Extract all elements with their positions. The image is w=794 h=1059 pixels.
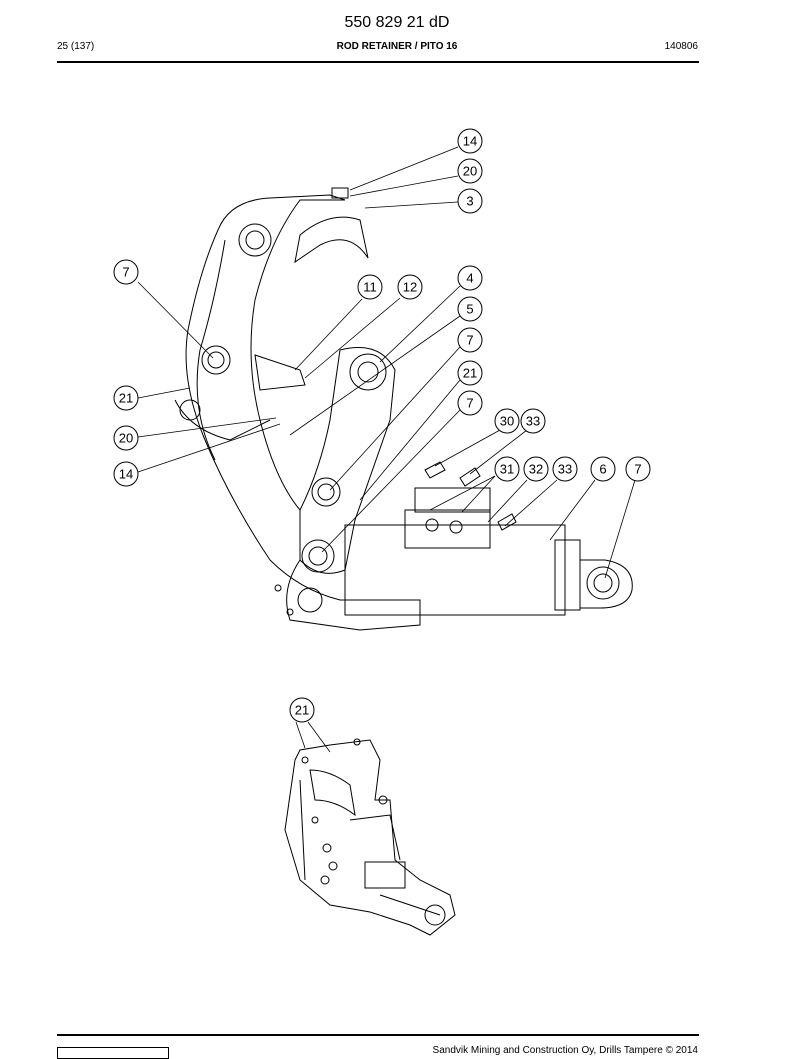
svg-text:21: 21: [463, 366, 477, 381]
callout-7-mid: 7: [457, 327, 483, 353]
isometric-detail-drawing: [284, 721, 456, 936]
callout-33-lower: 33: [552, 456, 578, 482]
svg-text:32: 32: [529, 462, 543, 477]
svg-text:12: 12: [403, 280, 417, 295]
svg-text:21: 21: [119, 391, 133, 406]
header-rule: [57, 61, 699, 63]
callout-30: 30: [494, 408, 520, 434]
svg-text:30: 30: [500, 414, 514, 429]
page-title: ROD RETAINER / PITO 16: [336, 41, 458, 52]
sandvik-logo: [57, 1047, 169, 1059]
svg-text:21: 21: [295, 703, 309, 718]
callout-33-top: 33: [520, 408, 546, 434]
svg-text:20: 20: [463, 164, 477, 179]
callout-21-left: 21: [113, 385, 139, 411]
callout-20-top: 20: [457, 158, 483, 184]
svg-text:33: 33: [526, 414, 540, 429]
callout-31: 31: [494, 456, 520, 482]
svg-text:33: 33: [558, 462, 572, 477]
svg-text:7: 7: [466, 396, 473, 411]
footer-rule: [57, 1034, 699, 1036]
svg-text:20: 20: [119, 431, 133, 446]
leader-lines: [137, 146, 636, 579]
callout-12: 12: [397, 274, 423, 300]
svg-text:4: 4: [466, 271, 473, 286]
callout-20-left: 20: [113, 425, 139, 451]
copyright-text: Sandvik Mining and Construction Oy, Dril…: [432, 1045, 698, 1056]
svg-text:7: 7: [634, 462, 641, 477]
callout-7-left: 7: [113, 259, 139, 285]
document-number: 550 829 21 dD: [344, 14, 450, 31]
svg-text:7: 7: [122, 265, 129, 280]
svg-text:6: 6: [599, 462, 606, 477]
svg-text:11: 11: [363, 280, 377, 295]
svg-text:14: 14: [119, 467, 133, 482]
svg-text:3: 3: [466, 194, 473, 209]
callout-11: 11: [357, 274, 383, 300]
main-assembly-drawing: [174, 187, 633, 631]
callout-3: 3: [457, 188, 483, 214]
callout-14-left: 14: [113, 461, 139, 487]
callout-32: 32: [523, 456, 549, 482]
callout-7-right: 7: [625, 456, 651, 482]
callout-5: 5: [457, 296, 483, 322]
callout-6: 6: [590, 456, 616, 482]
svg-text:31: 31: [500, 462, 514, 477]
svg-text:7: 7: [466, 333, 473, 348]
callout-21-detail: 21: [289, 697, 315, 723]
callout-7-lower: 7: [457, 390, 483, 416]
date-code: 140806: [664, 41, 698, 52]
callout-21-right: 21: [457, 360, 483, 386]
svg-text:5: 5: [466, 302, 473, 317]
page-reference: 25 (137): [57, 41, 95, 52]
callout-14-top: 14: [457, 128, 483, 154]
callout-4: 4: [457, 265, 483, 291]
svg-text:14: 14: [463, 134, 477, 149]
